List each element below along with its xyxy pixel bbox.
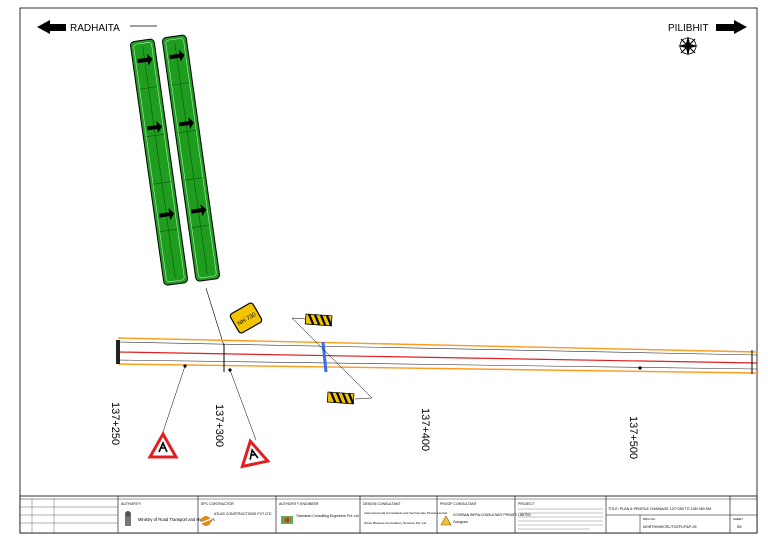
road-edge-bottom-orange — [117, 363, 758, 374]
leader-line — [291, 317, 307, 320]
gantry-panel-left — [130, 38, 188, 286]
lane-arrow-icon — [137, 53, 153, 66]
lane-arrow-icon — [159, 208, 175, 221]
authority-name: Ministry of Road Transport and Highways — [138, 517, 215, 522]
nh-route-sign: NH 730 — [229, 302, 263, 334]
arrow-right-icon — [716, 20, 747, 34]
contractor-name: ATLAS CONSTRUCTIONS PVT LTD — [214, 512, 272, 516]
road-start-cap — [116, 340, 120, 364]
design-consultant-line2: Shree Bhavani Consultancy Services Pvt. … — [364, 521, 427, 525]
project-description-lines — [518, 508, 603, 530]
authority-caption: AUTHORITY — [121, 502, 142, 506]
leader-line — [291, 317, 373, 399]
design-consultant-caption: DESIGN CONSULTANT — [363, 502, 401, 506]
road-alignment — [116, 337, 758, 374]
arrow-left-icon — [37, 20, 66, 34]
lane-arrow-icon — [146, 121, 163, 133]
warning-sign-right — [240, 438, 271, 469]
design-consultant-line1: Intercontinental Consultants and Technoc… — [364, 511, 447, 515]
chainage-label: 137+250 — [109, 402, 121, 445]
emblem-icon — [125, 511, 131, 526]
sheet-caption: SHEET — [733, 517, 743, 521]
gantry-panel-right — [162, 34, 220, 282]
lane-arrow-icon — [169, 49, 185, 62]
direction-left: RADHAITA — [37, 20, 157, 34]
revision-table — [20, 499, 118, 533]
road-edge-top-orange — [117, 337, 758, 353]
overhead-sign-gantry — [130, 34, 225, 347]
contractor-caption: EPC CONTRACTOR — [201, 502, 234, 506]
hazard-board-bottom — [326, 391, 355, 405]
direction-right-label: PILIBHIT — [668, 23, 709, 34]
drawing-no-caption: DRG NO. — [643, 517, 656, 521]
drawing-title: TITLE: PLAN & PROFILE CHAINAGE 137+250 T… — [608, 507, 711, 511]
engineer-logo-icon — [281, 516, 293, 524]
sheet-no: 05 — [737, 524, 742, 529]
lane-arrow-icon — [191, 204, 207, 217]
project-caption: PROJECT — [518, 502, 535, 506]
warning-sign-left — [147, 430, 179, 459]
culvert-marker — [321, 341, 328, 373]
direction-right: PILIBHIT — [668, 20, 747, 34]
title-block: AUTHORITY Ministry of Road Transport and… — [19, 495, 758, 534]
chainage-label: 137+400 — [419, 408, 431, 451]
hazard-board-top — [304, 313, 333, 327]
proof-consultant-name: COVEBAN INFRA CONSULTANT PRIVATE LIMITED — [453, 513, 532, 517]
sheet-border — [19, 7, 758, 534]
title-block-frame — [19, 495, 758, 534]
chainage-label: 137+500 — [627, 416, 639, 459]
direction-left-label: RADHAITA — [70, 23, 120, 34]
lane-arrow-icon — [178, 117, 195, 129]
survey-point — [638, 366, 642, 370]
north-compass-icon — [678, 36, 698, 56]
gantry-leader-line — [205, 287, 225, 347]
warning-symbol-icon — [249, 448, 259, 460]
chainage-label: 137+300 — [213, 404, 225, 447]
proof-consultant-caption: PROOF CONSULTANT — [440, 502, 477, 506]
drawing-no: MORTH/NH/CRL/TCEPL/P&P-05 — [643, 525, 696, 529]
leader-line — [354, 397, 373, 400]
authority-engineer-caption: AUTHORITY ENGINEER — [279, 502, 319, 506]
warning-symbol-icon — [158, 441, 168, 453]
authority-engineer-name: Transtech Consulting Engineers Pvt. Ltd — [296, 514, 359, 518]
leader-line — [162, 365, 186, 433]
leader-line — [229, 369, 257, 441]
proof-consultant-city: Gurugram — [453, 520, 468, 524]
contractor-logo-icon — [200, 516, 212, 526]
proof-consultant-logo-icon — [440, 515, 452, 526]
